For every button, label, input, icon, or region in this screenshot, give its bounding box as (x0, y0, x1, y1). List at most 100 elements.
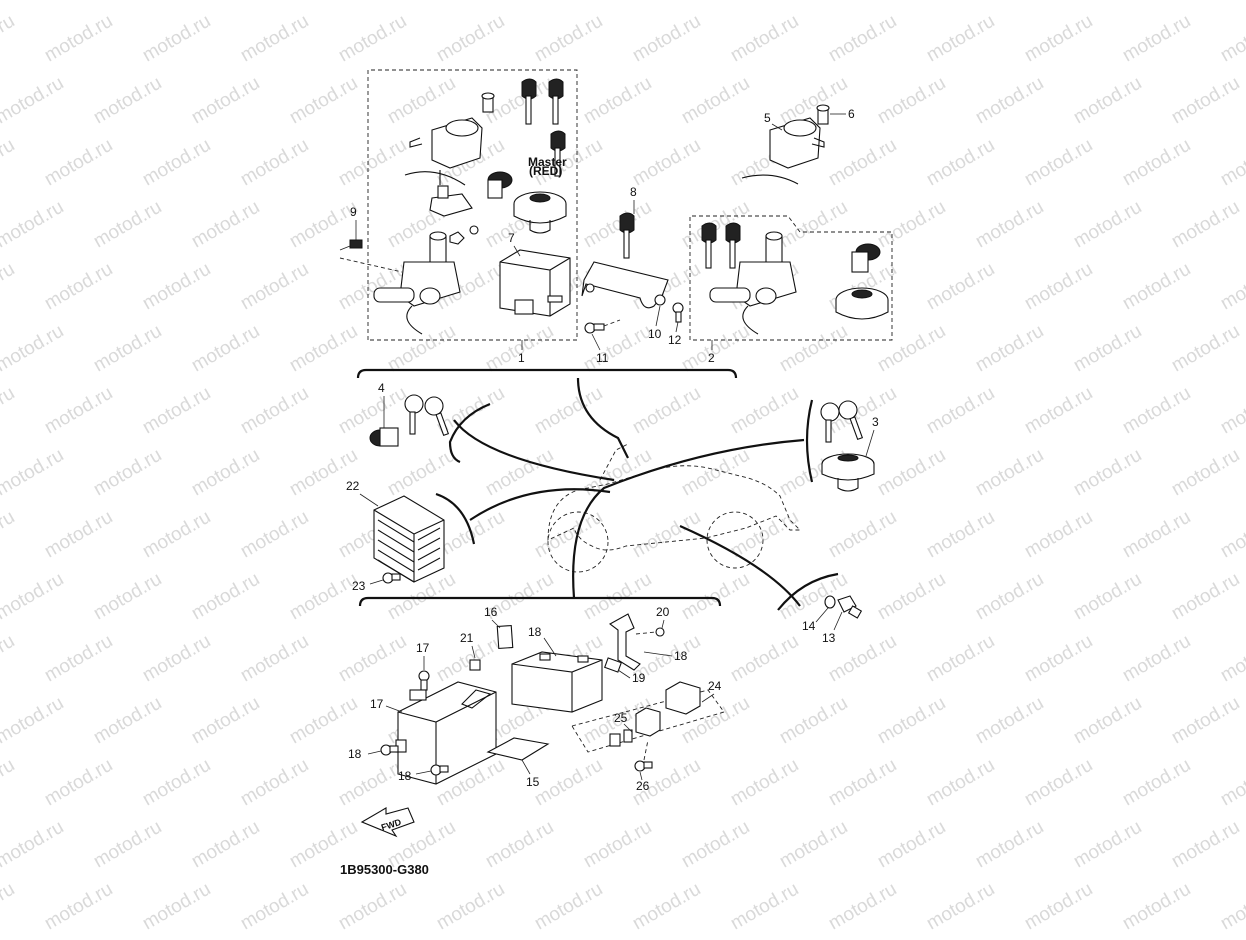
master-red-label: (RED) (529, 164, 562, 178)
watermark-text: motod.ru (972, 321, 1047, 377)
watermark-text: motod.ru (776, 693, 851, 749)
watermark-text: motod.ru (972, 73, 1047, 129)
callout-19: 18 (528, 625, 542, 639)
watermark-text: motod.ru (384, 0, 459, 4)
watermark-text: motod.ru (1119, 507, 1194, 563)
master-label: Master (528, 155, 567, 169)
watermark-text: motod.ru (1217, 259, 1246, 315)
watermark-text: motod.ru (286, 569, 361, 625)
callout-2: 2 (708, 351, 715, 365)
watermark-text: motod.ru (776, 73, 851, 129)
watermark-text: motod.ru (286, 0, 361, 4)
watermark-text: motod.ru (286, 321, 361, 377)
motorcycle-outline (547, 443, 802, 573)
watermark-text: motod.ru (41, 135, 116, 191)
callout-13: 13 (822, 631, 836, 645)
callout-23: 21 (460, 631, 474, 645)
watermark-text: motod.ru (1217, 631, 1246, 687)
watermark-text: motod.ru (0, 11, 18, 67)
watermark-text: motod.ru (482, 0, 557, 4)
watermark-text: motod.ru (727, 879, 802, 935)
watermark-text: motod.ru (923, 631, 998, 687)
watermark-text: motod.ru (90, 321, 165, 377)
fwd-arrow-icon: FWD (360, 807, 415, 838)
bolt-icon (672, 302, 684, 323)
watermark-text: motod.ru (629, 135, 704, 191)
watermark-text: motod.ru (90, 197, 165, 253)
watermark-text: motod.ru (1168, 0, 1243, 4)
callout-5: 5 (764, 111, 771, 125)
watermark-text: motod.ru (482, 817, 557, 873)
watermark-text: motod.ru (90, 445, 165, 501)
watermark-text: motod.ru (580, 817, 655, 873)
watermark-text: motod.ru (1070, 693, 1145, 749)
watermark-text: motod.ru (1070, 445, 1145, 501)
fuel-cap-icon (513, 191, 567, 234)
watermark-text: motod.ru (90, 817, 165, 873)
callout-9: 9 (350, 205, 357, 219)
watermark-text: motod.ru (0, 197, 67, 253)
watermark-text: motod.ru (874, 0, 949, 4)
watermark-text: motod.ru (90, 73, 165, 129)
watermark-text: motod.ru (874, 569, 949, 625)
watermark-text: motod.ru (1070, 0, 1145, 4)
screw-icon (339, 239, 363, 251)
watermark-text: motod.ru (188, 445, 263, 501)
watermark-text: motod.ru (678, 197, 753, 253)
watermark-text: motod.ru (972, 569, 1047, 625)
watermark-text: motod.ru (580, 569, 655, 625)
watermark-text: motod.ru (139, 631, 214, 687)
callout-20: 18 (674, 649, 688, 663)
watermark-text: motod.ru (188, 197, 263, 253)
watermark-text: motod.ru (1070, 73, 1145, 129)
watermark-text: motod.ru (629, 879, 704, 935)
watermark-text: motod.ru (237, 631, 312, 687)
watermark-text: motod.ru (237, 383, 312, 439)
callout-10: 10 (648, 327, 662, 341)
callout-16: 16 (484, 605, 498, 619)
watermark-text: motod.ru (0, 383, 18, 439)
callout-7: 7 (508, 231, 515, 245)
battery-icon (511, 651, 603, 713)
watermark-text: motod.ru (727, 631, 802, 687)
watermark-text: motod.ru (923, 259, 998, 315)
watermark-text: motod.ru (678, 73, 753, 129)
watermark-text: motod.ru (0, 879, 18, 935)
watermark-text: motod.ru (286, 73, 361, 129)
callout-17: 17 (370, 697, 384, 711)
rectifier-regulator-icon (373, 495, 445, 583)
watermark-text: motod.ru (139, 879, 214, 935)
watermark-text: motod.ru (1021, 11, 1096, 67)
watermark-text: motod.ru (1021, 135, 1096, 191)
watermark-text: motod.ru (41, 11, 116, 67)
watermark-text: motod.ru (1021, 631, 1096, 687)
key-icon (725, 222, 741, 269)
watermark-text: motod.ru (1168, 693, 1243, 749)
callout-18-top: 17 (416, 641, 430, 655)
watermark-text: motod.ru (286, 693, 361, 749)
watermark-text: motod.ru (1021, 507, 1096, 563)
callout-3: 3 (872, 415, 879, 429)
watermark-text: motod.ru (1168, 817, 1243, 873)
switch-body-icon (741, 117, 825, 185)
callout-21: 19 (632, 671, 646, 685)
watermark-text: motod.ru (678, 0, 753, 4)
watermark-text: motod.ru (1119, 383, 1194, 439)
key-icon (424, 396, 450, 437)
fuse-icon (604, 657, 622, 673)
watermark-text: motod.ru (1070, 321, 1145, 377)
watermark-text: motod.ru (41, 383, 116, 439)
watermark-text: motod.ru (1119, 259, 1194, 315)
watermark-text: motod.ru (188, 321, 263, 377)
watermark-text: motod.ru (41, 631, 116, 687)
bolt-icon (380, 744, 399, 756)
watermark-text: motod.ru (727, 755, 802, 811)
watermark-text: motod.ru (1217, 135, 1246, 191)
watermark-text: motod.ru (580, 0, 655, 4)
watermark-text: motod.ru (874, 445, 949, 501)
watermark-text: motod.ru (776, 321, 851, 377)
watermark-text: motod.ru (874, 817, 949, 873)
watermark-text: motod.ru (1168, 73, 1243, 129)
watermark-text: motod.ru (1021, 259, 1096, 315)
watermark-text: motod.ru (433, 11, 508, 67)
